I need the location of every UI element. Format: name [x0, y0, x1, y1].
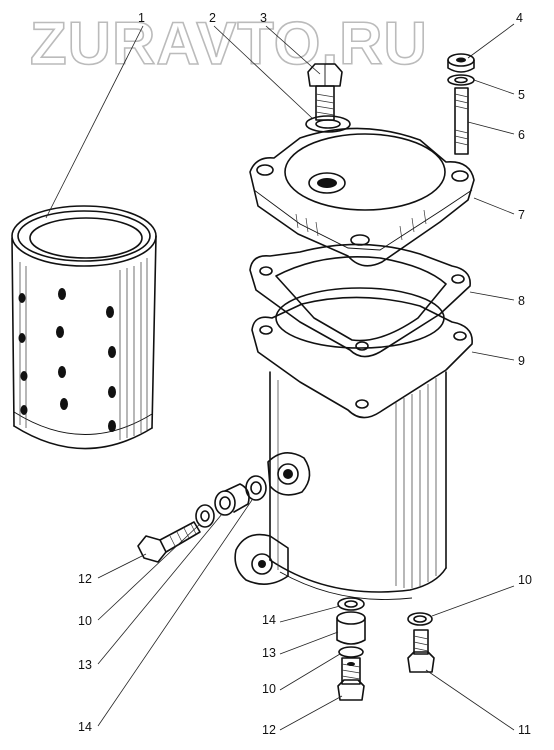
stud-washer — [447, 74, 475, 86]
housing-cover — [249, 127, 475, 267]
callout-10-side-washer: 10 — [78, 614, 92, 628]
side-banjo-bolt — [137, 521, 201, 563]
callout-8: 8 — [518, 294, 525, 308]
callout-12-side-bolt: 12 — [78, 572, 92, 586]
top-bolt — [307, 63, 343, 121]
callout-2: 2 — [209, 11, 216, 25]
bottom-banjo-bolt — [337, 657, 365, 701]
callout-10-bottom-washer: 10 — [262, 682, 276, 696]
leader-lines — [45, 23, 515, 731]
callout-3: 3 — [260, 11, 267, 25]
bottom-washer-14 — [337, 597, 365, 611]
callout-14-side-washer: 14 — [78, 720, 92, 734]
callout-labels: 1 2 3 4 5 6 7 8 9 10 12 10 13 14 14 13 1… — [78, 11, 532, 737]
side-washer-14 — [245, 475, 267, 501]
drain-plug — [407, 629, 435, 673]
bolt-washer — [305, 115, 351, 133]
callout-1: 1 — [138, 11, 145, 25]
bottom-sleeve-13 — [336, 611, 366, 645]
callout-10-drain-washer: 10 — [518, 573, 532, 587]
drain-washer — [407, 612, 433, 626]
bottom-washer-10 — [338, 646, 364, 658]
callout-11: 11 — [518, 723, 531, 737]
cover-gasket — [249, 243, 471, 358]
callout-13-bottom-sleeve: 13 — [262, 646, 276, 660]
stud-nut — [447, 53, 475, 73]
callout-4: 4 — [516, 11, 523, 25]
callout-14-bottom-washer: 14 — [262, 613, 276, 627]
filter-element — [11, 205, 157, 450]
callout-13-side-sleeve: 13 — [78, 658, 92, 672]
callout-9: 9 — [518, 354, 525, 368]
callout-5: 5 — [518, 88, 525, 102]
filter-housing — [234, 287, 473, 600]
callout-7: 7 — [518, 208, 525, 222]
callout-12-bottom-bolt: 12 — [262, 723, 276, 737]
side-sleeve-13 — [214, 483, 250, 516]
watermark-text: ZURAVTO.RU — [30, 10, 428, 77]
stud — [454, 87, 469, 155]
side-washer-10 — [195, 504, 215, 528]
callout-6: 6 — [518, 128, 525, 142]
